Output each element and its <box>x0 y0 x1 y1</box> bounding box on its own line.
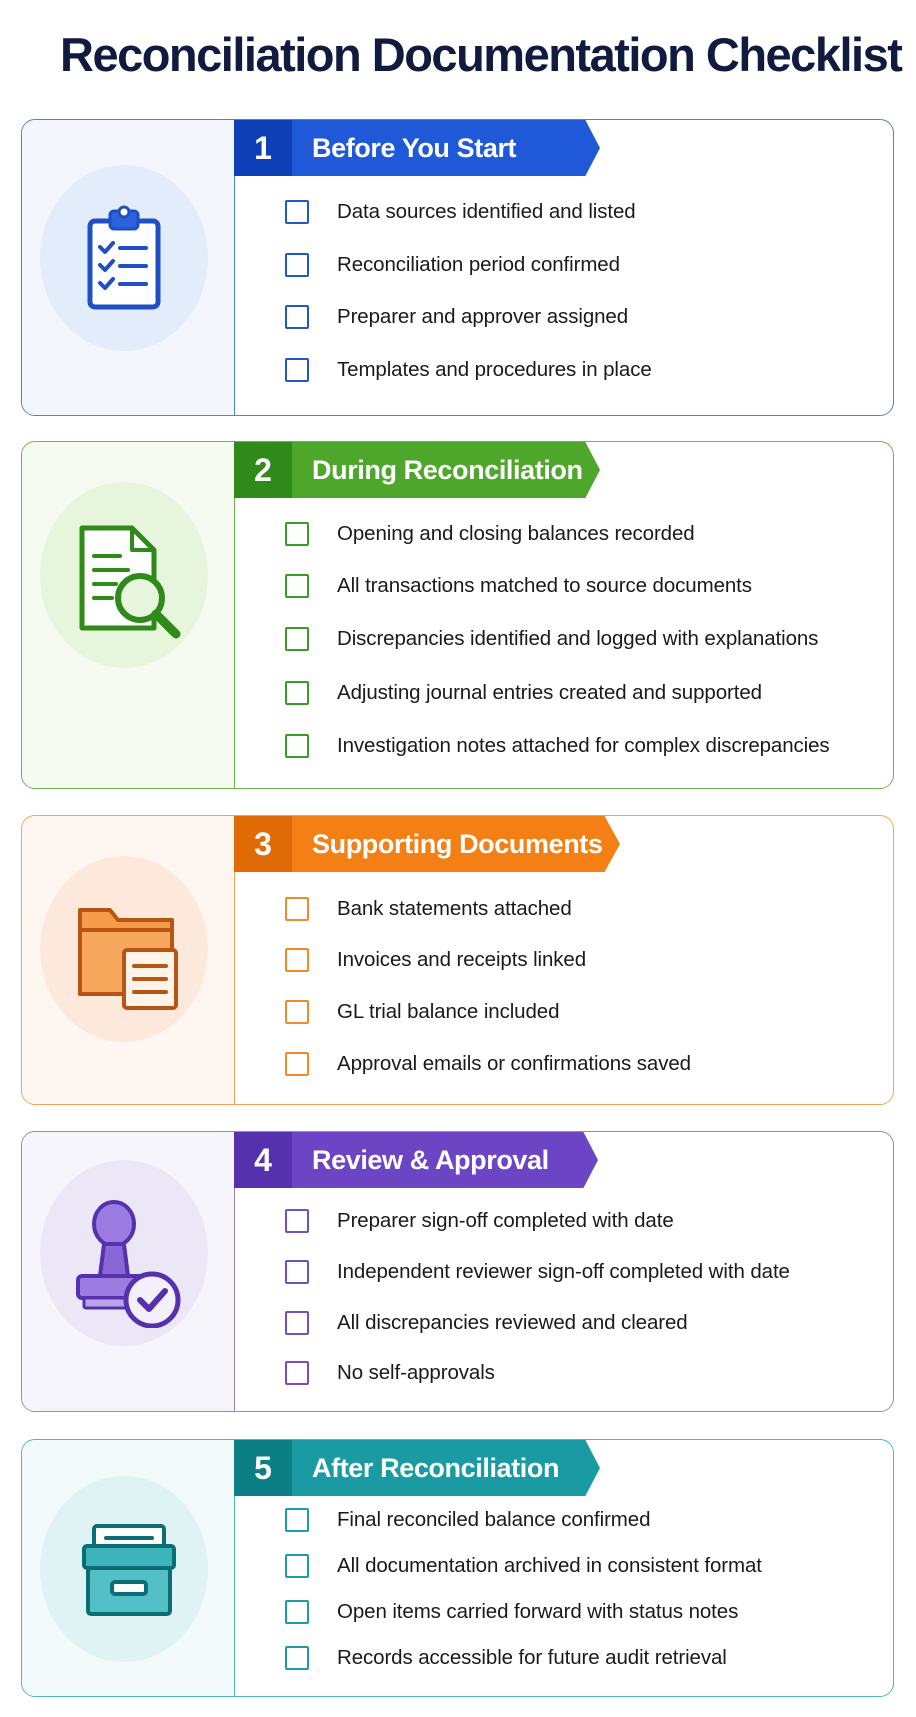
checklist-item[interactable]: Investigation notes attached for complex… <box>262 733 883 763</box>
checklist-item[interactable]: Preparer sign-off completed with date <box>262 1208 883 1238</box>
checklist-item[interactable]: Approval emails or confirmations saved <box>262 1051 883 1081</box>
checklist-item-label: Templates and procedures in place <box>337 358 652 381</box>
checklist-item[interactable]: All documentation archived in consistent… <box>262 1553 883 1583</box>
folder-document-icon <box>78 908 178 1010</box>
checkbox[interactable] <box>285 1260 309 1284</box>
checklist-item-label: Records accessible for future audit retr… <box>337 1646 727 1669</box>
checklist-item-label: Independent reviewer sign-off completed … <box>337 1260 790 1283</box>
checklist-item-label: All transactions matched to source docum… <box>337 574 752 597</box>
section-banner: 2 During Reconciliation <box>234 442 600 498</box>
section-icon-panel <box>22 120 235 415</box>
checklist-item-label: Preparer sign-off completed with date <box>337 1209 674 1232</box>
section-banner: 4 Review & Approval <box>234 1132 598 1188</box>
checklist-item-label: Preparer and approver assigned <box>337 305 629 328</box>
checklist-item[interactable]: Preparer and approver assigned <box>262 304 883 334</box>
checklist-item-label: Investigation notes attached for complex… <box>337 734 830 757</box>
document-magnifier-icon <box>79 525 181 639</box>
checkbox[interactable] <box>285 253 309 277</box>
section-number: 2 <box>234 442 292 498</box>
section-number: 4 <box>234 1132 292 1188</box>
checklist-item[interactable]: Records accessible for future audit retr… <box>262 1645 883 1675</box>
icon-circle <box>40 1476 208 1662</box>
checklist-item-label: Data sources identified and listed <box>337 200 636 223</box>
checkbox[interactable] <box>285 305 309 329</box>
checklist-item-label: All documentation archived in consistent… <box>337 1554 762 1577</box>
checkbox[interactable] <box>285 522 309 546</box>
checkbox[interactable] <box>285 627 309 651</box>
checkbox[interactable] <box>285 1000 309 1024</box>
section-title: During Reconciliation <box>312 455 583 485</box>
checklist-item-label: Discrepancies identified and logged with… <box>337 627 819 650</box>
checklist-item[interactable]: All discrepancies reviewed and cleared <box>262 1310 883 1340</box>
checklist-item[interactable]: Opening and closing balances recorded <box>262 521 883 551</box>
section-after-reconciliation: 5 After Reconciliation Final reconciled … <box>21 1439 894 1697</box>
archive-box-icon <box>82 1524 176 1616</box>
checklist-item-label: Opening and closing balances recorded <box>337 522 695 545</box>
checkbox[interactable] <box>285 574 309 598</box>
checklist-item-label: Bank statements attached <box>337 897 572 920</box>
checklist-item-label: Final reconciled balance confirmed <box>337 1508 651 1531</box>
checklist-item-label: Open items carried forward with status n… <box>337 1600 739 1623</box>
checklist-item-label: All discrepancies reviewed and cleared <box>337 1311 688 1334</box>
page-title: Reconciliation Documentation Checklist <box>60 28 903 81</box>
checkbox[interactable] <box>285 734 309 758</box>
checklist-item[interactable]: GL trial balance included <box>262 999 883 1029</box>
checklist-item[interactable]: All transactions matched to source docum… <box>262 573 883 603</box>
checklist-item[interactable]: Final reconciled balance confirmed <box>262 1507 883 1537</box>
icon-circle <box>40 482 208 668</box>
section-title: Supporting Documents <box>312 829 603 859</box>
checklist-item[interactable]: Adjusting journal entries created and su… <box>262 680 883 710</box>
checklist-item[interactable]: Discrepancies identified and logged with… <box>262 626 883 656</box>
checklist-item-label: Reconciliation period confirmed <box>337 253 620 276</box>
checkbox[interactable] <box>285 1209 309 1233</box>
section-number: 5 <box>234 1440 292 1496</box>
section-banner: 1 Before You Start <box>234 120 600 176</box>
icon-circle <box>40 856 208 1042</box>
checklist-item-label: Invoices and receipts linked <box>337 948 587 971</box>
checklist-item-label: Adjusting journal entries created and su… <box>337 681 762 704</box>
section-icon-panel <box>22 1132 235 1411</box>
checkbox[interactable] <box>285 358 309 382</box>
checklist-item[interactable]: Invoices and receipts linked <box>262 947 883 977</box>
section-supporting-documents: 3 Supporting Documents Bank statements a… <box>21 815 894 1105</box>
checklist-item[interactable]: No self-approvals <box>262 1360 883 1390</box>
checklist-item-label: GL trial balance included <box>337 1000 560 1023</box>
checkbox[interactable] <box>285 1052 309 1076</box>
checklist-item-label: No self-approvals <box>337 1361 495 1384</box>
section-icon-panel <box>22 1440 235 1696</box>
checklist-item-label: Approval emails or confirmations saved <box>337 1052 691 1075</box>
approval-stamp-icon <box>76 1200 181 1328</box>
checkbox[interactable] <box>285 1646 309 1670</box>
checkbox[interactable] <box>285 1508 309 1532</box>
section-banner: 3 Supporting Documents <box>234 816 620 872</box>
checkbox[interactable] <box>285 1554 309 1578</box>
clipboard-checklist-icon <box>87 205 161 310</box>
section-icon-panel <box>22 816 235 1104</box>
checklist-item[interactable]: Data sources identified and listed <box>262 199 883 229</box>
section-icon-panel <box>22 442 235 788</box>
checkbox[interactable] <box>285 1311 309 1335</box>
section-title: After Reconciliation <box>312 1453 560 1483</box>
section-before-you-start: 1 Before You Start Data sources identifi… <box>21 119 894 416</box>
section-number: 3 <box>234 816 292 872</box>
icon-circle <box>40 165 208 351</box>
checkbox[interactable] <box>285 681 309 705</box>
checkbox[interactable] <box>285 948 309 972</box>
section-review-approval: 4 Review & Approval Preparer sign-off co… <box>21 1131 894 1412</box>
checklist-item[interactable]: Templates and procedures in place <box>262 357 883 387</box>
checklist-item[interactable]: Bank statements attached <box>262 896 883 926</box>
section-during-reconciliation: 2 During Reconciliation Opening and clos… <box>21 441 894 789</box>
icon-circle <box>40 1160 208 1346</box>
checkbox[interactable] <box>285 200 309 224</box>
checklist-item[interactable]: Independent reviewer sign-off completed … <box>262 1259 883 1289</box>
section-number: 1 <box>234 120 292 176</box>
checkbox[interactable] <box>285 1600 309 1624</box>
checklist-item[interactable]: Open items carried forward with status n… <box>262 1599 883 1629</box>
checkbox[interactable] <box>285 897 309 921</box>
checkbox[interactable] <box>285 1361 309 1385</box>
section-title: Review & Approval <box>312 1145 549 1175</box>
section-banner: 5 After Reconciliation <box>234 1440 600 1496</box>
checklist-item[interactable]: Reconciliation period confirmed <box>262 252 883 282</box>
section-title: Before You Start <box>312 133 517 163</box>
